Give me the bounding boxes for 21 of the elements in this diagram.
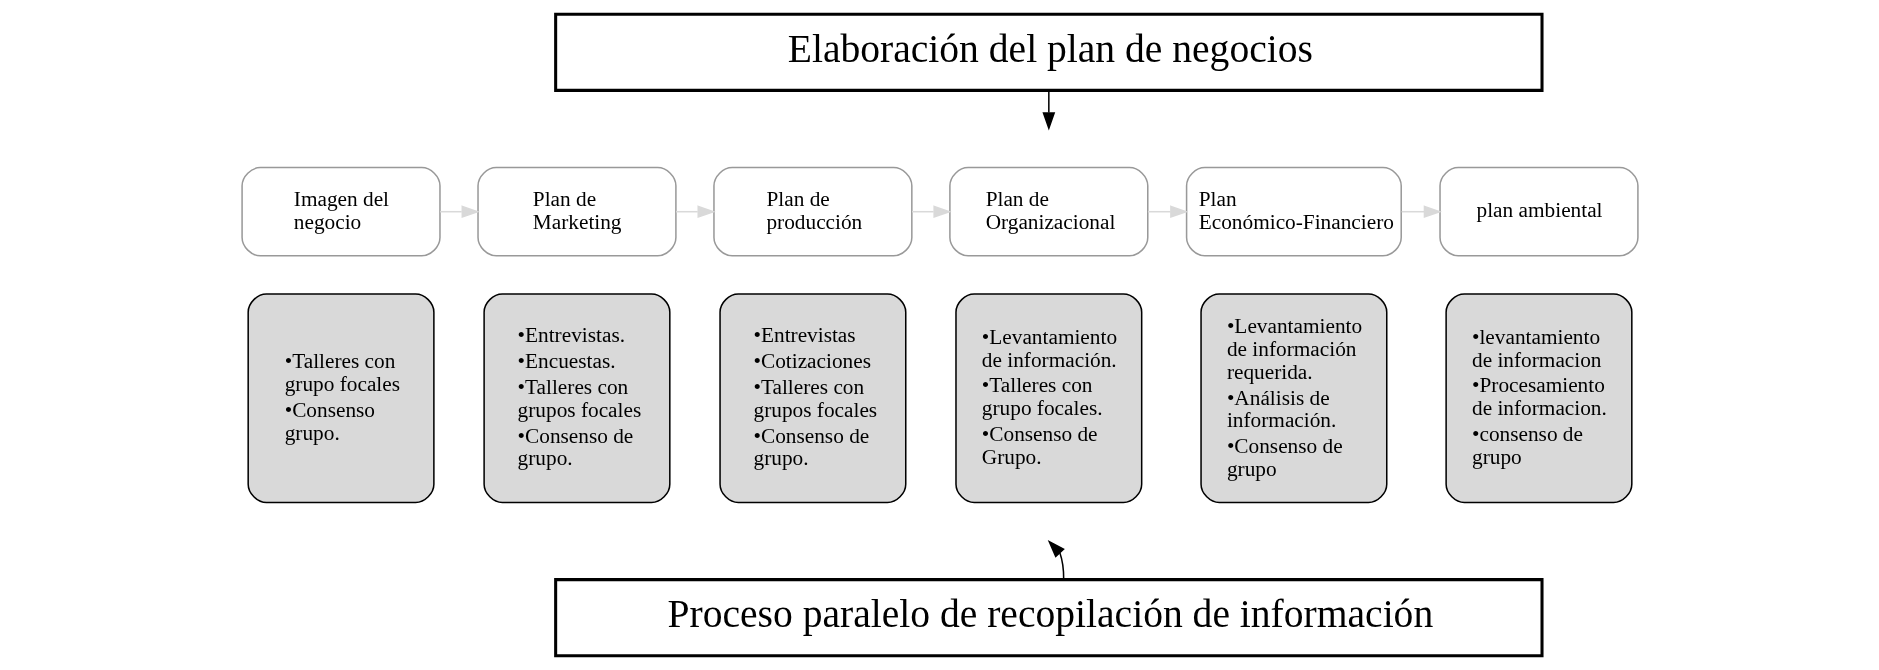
node-box: Plan Económico-Financiero (1185, 166, 1402, 257)
node-box: •Talleres con grupo focales •Consenso grupo. (246, 293, 435, 504)
node-box: •levantamiento de informacion •Procesamiento de informacion. •consenso de grupo (1444, 293, 1633, 504)
node-box: Plan de producción (712, 166, 913, 257)
arrow (674, 205, 716, 219)
arrow (438, 205, 480, 219)
node-box: plan ambiental (1438, 166, 1639, 257)
node-box: Elaboración del plan de negocios (553, 12, 1544, 92)
node-box: •Levantamiento de información requerida. •Análisis de información. •Consenso de grupo (1199, 293, 1387, 504)
node-box: Imagen del negocio (240, 166, 441, 257)
arrow (1400, 205, 1442, 219)
arrow (1047, 539, 1065, 581)
node-box: Plan de Marketing (476, 166, 677, 257)
node-box: •Levantamiento de información. •Talleres con grupo focales. •Consenso de Grupo. (954, 293, 1142, 504)
arrow (910, 205, 952, 219)
arrow (1041, 89, 1055, 131)
node-box: Proceso paralelo de recopilación de información (553, 578, 1544, 658)
node-box: Plan de Organizacional (948, 166, 1149, 257)
node-box: •Entrevistas •Cotizaciones •Talleres con grupos focales •Consenso de grupo. (718, 293, 906, 504)
node-box: •Entrevistas. •Encuestas. •Talleres con grupos focales •Consenso de grupo. (482, 293, 671, 504)
arrow (1146, 205, 1188, 219)
